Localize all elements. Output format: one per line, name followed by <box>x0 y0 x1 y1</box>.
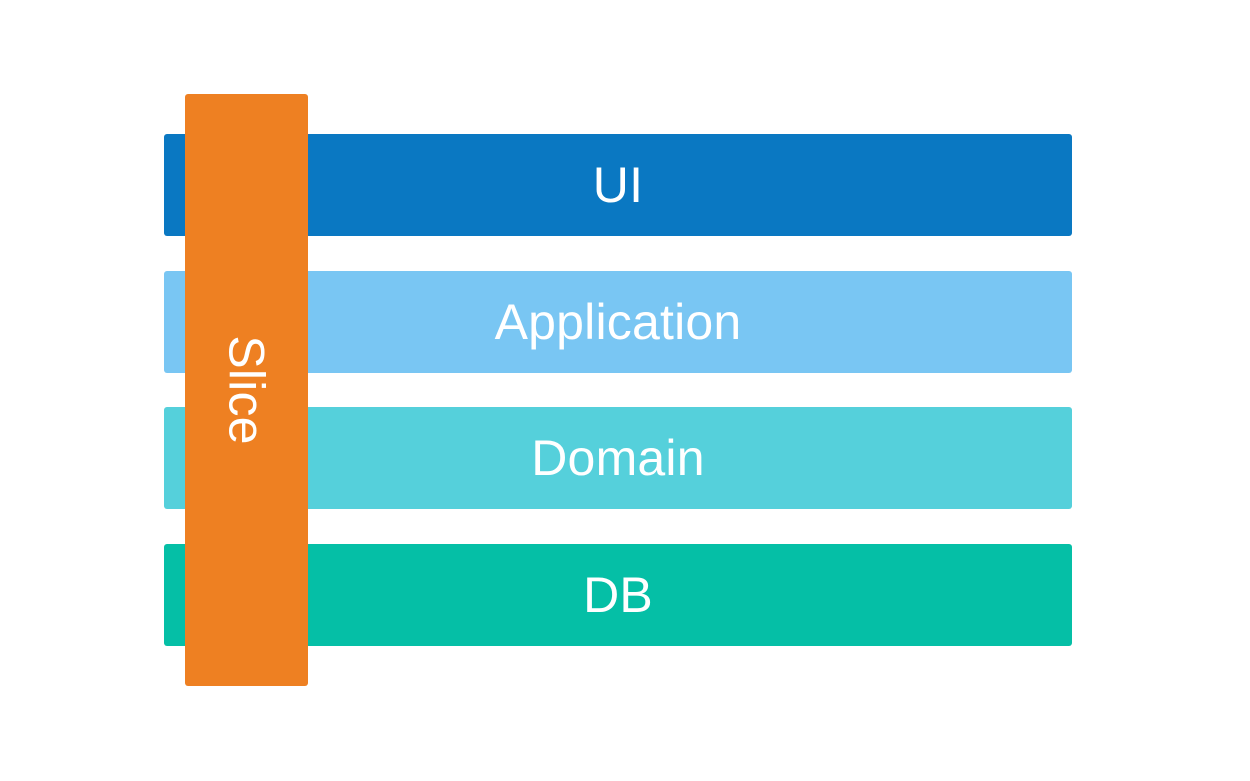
layer-label-application: Application <box>494 294 742 350</box>
layer-label-domain: Domain <box>531 430 705 486</box>
layer-bar-domain[interactable]: Domain <box>164 407 1072 509</box>
layer-bar-db[interactable]: DB <box>164 544 1072 646</box>
layer-label-db: DB <box>583 567 653 623</box>
layer-bar-ui[interactable]: UI <box>164 134 1072 236</box>
vertical-slice-bar[interactable]: Slice <box>185 94 308 686</box>
layer-label-ui: UI <box>592 157 644 213</box>
layer-bar-application[interactable]: Application <box>164 271 1072 373</box>
vertical-slice-label: Slice <box>218 335 275 445</box>
